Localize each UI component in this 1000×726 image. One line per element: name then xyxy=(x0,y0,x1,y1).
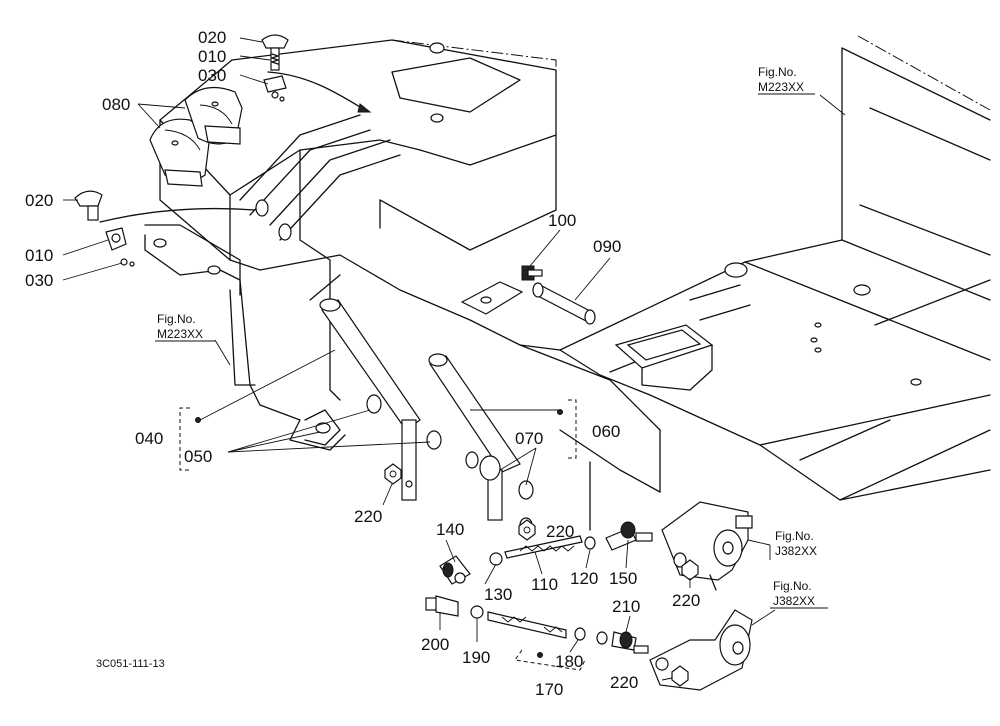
bolt-and-pin xyxy=(521,265,596,325)
callout-010-left: 010 xyxy=(25,246,53,265)
fig-ref-title-left: Fig.No. xyxy=(157,312,196,326)
callout-150: 150 xyxy=(609,569,637,588)
lever-grips xyxy=(149,86,243,187)
callout-070: 070 xyxy=(515,429,543,448)
callout-110: 110 xyxy=(531,575,558,594)
lower-side-panel xyxy=(259,254,714,531)
callout-labels: 020 010 030 080 020 010 030 100 090 040 … xyxy=(25,28,700,699)
callout-190: 190 xyxy=(462,648,490,667)
callout-220-d: 220 xyxy=(610,673,638,692)
knob-top xyxy=(261,34,372,113)
callout-010-top: 010 xyxy=(198,47,226,66)
callout-090: 090 xyxy=(593,237,621,256)
callout-130: 130 xyxy=(484,585,512,604)
fig-ref-number-right-top: M223XX xyxy=(758,80,804,94)
nuts xyxy=(384,463,699,687)
callout-180: 180 xyxy=(555,652,583,671)
callout-040: 040 xyxy=(135,429,163,448)
callout-210: 210 xyxy=(612,597,640,616)
fig-ref-title-right-mid: Fig.No. xyxy=(775,529,814,543)
callout-140: 140 xyxy=(436,520,464,539)
lever-040 xyxy=(319,298,442,501)
callout-020-top: 020 xyxy=(198,28,226,47)
fig-ref-title-right-top: Fig.No. xyxy=(758,65,797,79)
callout-100: 100 xyxy=(548,211,576,230)
diagram-code: 3C051-111-13 xyxy=(96,658,165,670)
callout-220-b: 220 xyxy=(546,522,574,541)
callout-030-top: 030 xyxy=(198,66,226,85)
callout-080: 080 xyxy=(102,95,130,114)
bellcrank-upper xyxy=(661,501,753,591)
leader-lines xyxy=(62,37,846,681)
fig-ref-number-right-low: J382XX xyxy=(773,594,815,608)
lever-060 xyxy=(428,353,534,521)
callout-030-left: 030 xyxy=(25,271,53,290)
callout-060: 060 xyxy=(592,422,620,441)
fig-ref-title-right-low: Fig.No. xyxy=(773,579,812,593)
bellcrank-lower xyxy=(649,609,753,691)
figure-references: Fig.No. M223XX Fig.No. M223XX Fig.No. J3… xyxy=(155,65,828,609)
callout-220-c: 220 xyxy=(672,591,700,610)
callout-050: 050 xyxy=(184,447,212,466)
callout-170: 170 xyxy=(535,680,563,699)
callout-020-left: 020 xyxy=(25,191,53,210)
callout-220-a: 220 xyxy=(354,507,382,526)
callout-120: 120 xyxy=(570,569,598,588)
callout-200: 200 xyxy=(421,635,449,654)
floor-panel xyxy=(559,35,991,501)
linkage-rod-upper xyxy=(439,517,653,585)
fig-ref-number-right-mid: J382XX xyxy=(775,544,817,558)
linkage-rod-lower xyxy=(425,595,649,654)
fig-ref-number-left: M223XX xyxy=(157,327,203,341)
knob-left xyxy=(74,190,256,267)
